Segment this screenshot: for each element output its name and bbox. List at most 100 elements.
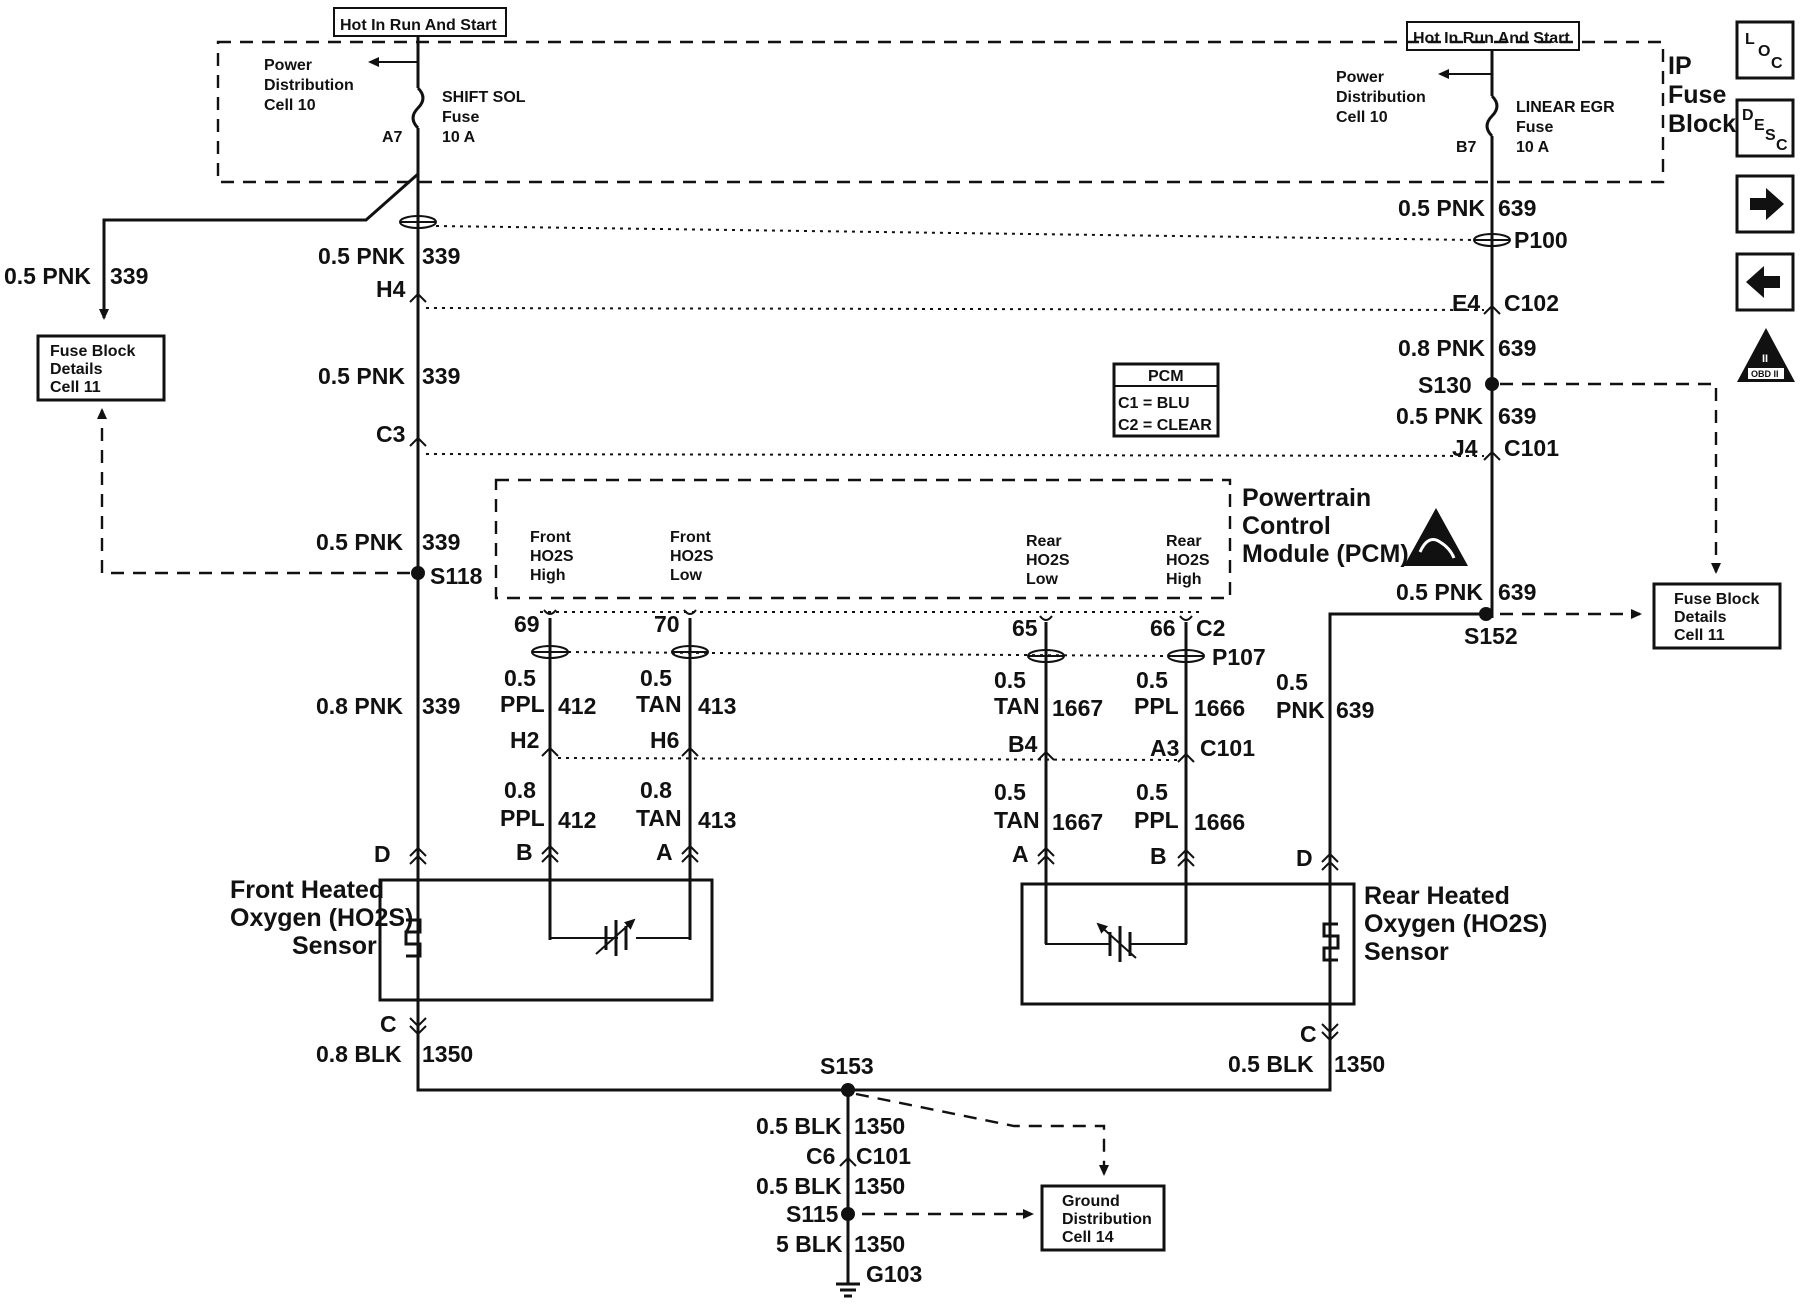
circuit-339: 0.5 PNK 339 0.5 PNK 339 H4 0.5 PNK 339 C… [4,172,483,1000]
svg-text:Cell 14: Cell 14 [1062,1229,1114,1246]
svg-text:Hot In Run And Start: Hot In Run And Start [1413,30,1570,47]
ip-fuse-block-label: IP Fuse Block [1668,52,1736,138]
svg-text:0.5: 0.5 [994,779,1026,805]
svg-text:1350: 1350 [854,1173,905,1199]
svg-text:639: 639 [1498,195,1536,221]
svg-text:B7: B7 [1456,139,1477,156]
svg-text:0.5 PNK: 0.5 PNK [1396,403,1483,429]
svg-text:Fuse: Fuse [1516,119,1553,136]
svg-text:339: 339 [110,263,148,289]
svg-text:C101: C101 [1504,435,1559,461]
svg-text:PCM: PCM [1148,368,1184,385]
svg-text:413: 413 [698,807,736,833]
s130-reference-line [1500,382,1721,574]
svg-text:0.8 BLK: 0.8 BLK [316,1041,402,1067]
forward-arrow-button[interactable] [1735,174,1795,234]
svg-text:D: D [374,841,391,867]
svg-text:D: D [1742,107,1754,124]
svg-text:IP: IP [1668,52,1692,80]
svg-text:C101: C101 [1200,735,1255,761]
svg-text:0.5 PNK: 0.5 PNK [316,529,403,555]
svg-text:0.5 PNK: 0.5 PNK [1398,195,1485,221]
svg-text:Module (PCM): Module (PCM) [1242,540,1409,568]
svg-text:S130: S130 [1418,372,1472,398]
circuit-639: 0.5 PNK 639 P100 E4 C102 0.8 PNK 639 S13… [1276,195,1568,1010]
svg-text:Low: Low [670,567,703,584]
svg-text:66: 66 [1150,615,1176,641]
svg-text:C: C [1300,1021,1317,1047]
arrow-right-icon [1750,188,1784,220]
svg-text:639: 639 [1498,579,1536,605]
svg-text:Oxygen (HO2S): Oxygen (HO2S) [1364,910,1547,938]
svg-text:C6: C6 [806,1143,835,1169]
svg-text:D: D [1296,845,1313,871]
hot-label-left: Hot In Run And Start [333,7,507,37]
svg-text:SHIFT SOL: SHIFT SOL [442,89,526,106]
heater-element-icon [404,918,422,958]
svg-text:TAN: TAN [636,805,682,831]
desc-button[interactable]: D E S C [1735,98,1795,158]
svg-text:E: E [1754,117,1765,134]
svg-text:PNK: PNK [1276,697,1325,723]
svg-text:S153: S153 [820,1053,874,1079]
svg-text:A3: A3 [1150,735,1179,761]
svg-text:Power: Power [264,57,312,74]
svg-text:Fuse Block: Fuse Block [50,343,135,360]
svg-text:A7: A7 [382,129,403,146]
c101-connector-line [425,453,1485,457]
svg-text:B: B [1150,843,1167,869]
svg-text:C2: C2 [1196,615,1225,641]
svg-text:Control: Control [1242,512,1331,540]
svg-text:412: 412 [558,807,596,833]
svg-text:0.5 BLK: 0.5 BLK [1228,1051,1314,1077]
svg-text:P107: P107 [1212,644,1266,670]
svg-text:1350: 1350 [854,1113,905,1139]
svg-text:High: High [530,567,566,584]
svg-text:Front Heated: Front Heated [230,876,384,904]
svg-text:C: C [380,1011,397,1037]
back-arrow-button[interactable] [1735,252,1795,312]
fuse-block-details-left[interactable]: Fuse Block Details Cell 11 [36,334,166,402]
svg-text:0.8: 0.8 [640,777,672,803]
svg-text:1350: 1350 [422,1041,473,1067]
svg-text:Rear Heated: Rear Heated [1364,882,1510,910]
ground-distribution-box[interactable]: Ground Distribution Cell 14 [1040,1184,1166,1252]
svg-text:0.5 PNK: 0.5 PNK [4,263,91,289]
loc-button[interactable]: L O C [1735,20,1795,80]
ip-fuse-block-outline [216,40,1665,184]
svg-text:Hot In Run And Start: Hot In Run And Start [340,17,497,34]
obd-ii-icon[interactable]: OBD II II [1737,328,1795,382]
fuse-block-details-right[interactable]: Fuse Block Details Cell 11 [1652,582,1782,650]
variable-resistor-icon [1096,922,1137,962]
svg-text:65: 65 [1012,615,1038,641]
svg-text:1350: 1350 [1334,1051,1385,1077]
svg-text:Details: Details [1674,609,1727,626]
svg-text:0.8 PNK: 0.8 PNK [316,693,403,719]
svg-text:J4: J4 [1452,435,1478,461]
svg-text:Front: Front [530,529,572,546]
svg-text:Cell 11: Cell 11 [1674,627,1725,644]
svg-text:1350: 1350 [854,1231,905,1257]
svg-text:PPL: PPL [1134,807,1179,833]
front-ho2s-sensor: Front Heated Oxygen (HO2S) Sensor [230,876,714,1002]
svg-text:339: 339 [422,693,460,719]
svg-text:0.5: 0.5 [504,665,536,691]
ground-circuit: C 0.8 BLK 1350 C 0.5 BLK 1350 S153 0.5 B… [316,1000,1385,1298]
svg-text:1666: 1666 [1194,809,1245,835]
svg-text:S115: S115 [786,1201,839,1227]
svg-text:H2: H2 [510,727,539,753]
svg-text:Details: Details [50,361,103,378]
svg-text:0.8 PNK: 0.8 PNK [1398,335,1485,361]
svg-text:Distribution: Distribution [264,77,354,94]
svg-text:339: 339 [422,243,460,269]
arrow-left-icon [1746,266,1780,298]
svg-text:TAN: TAN [636,691,682,717]
pcm-module-outline [494,478,1232,600]
svg-text:0.5 BLK: 0.5 BLK [756,1173,842,1199]
pcm-pins: 69 70 65 66 C2 P107 [514,609,1266,670]
signal-wires: 0.5 PPL 412 0.5 TAN 413 0.5 TAN 1667 0.5… [500,618,1255,944]
svg-text:Rear: Rear [1026,533,1062,550]
svg-text:339: 339 [422,363,460,389]
svg-text:PPL: PPL [500,691,545,717]
svg-text:Fuse Block: Fuse Block [1674,591,1759,608]
